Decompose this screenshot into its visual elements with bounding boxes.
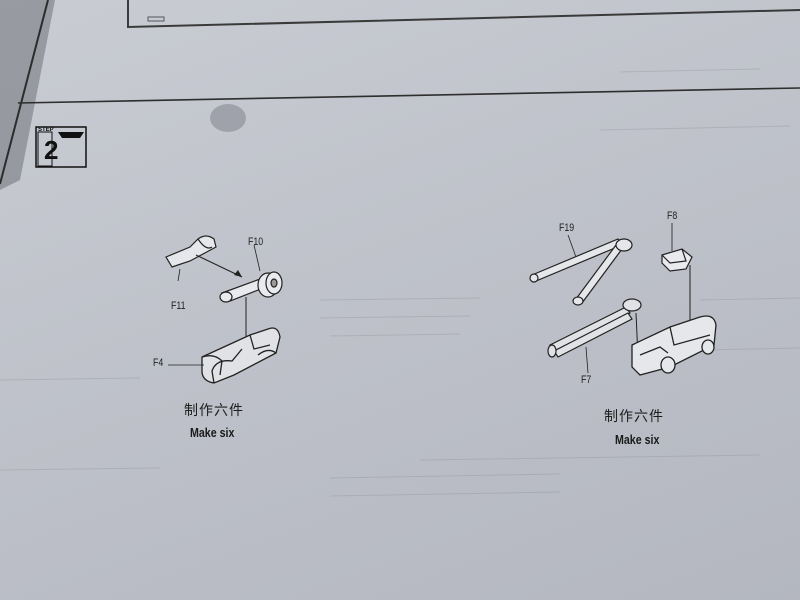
part-f8-shape <box>661 248 693 272</box>
part-label-f11: F11 <box>171 300 186 312</box>
part-label-f7: F7 <box>581 374 592 386</box>
part-f4-shape <box>201 327 281 384</box>
left-caption-cn: 制作六件 <box>184 403 244 419</box>
right-caption-en: Make six <box>615 432 660 447</box>
step-badge-frame <box>35 126 87 168</box>
right-assembly-diagram <box>529 223 717 376</box>
right-caption-cn: 制作六件 <box>604 409 664 425</box>
left-assembly-diagram <box>165 235 283 384</box>
left-caption-en: Make six <box>190 425 235 440</box>
carriage-shape <box>631 315 717 376</box>
part-label-f4: F4 <box>153 357 164 369</box>
step-number: 2 <box>44 135 59 165</box>
step-label: STEP <box>38 127 54 133</box>
part-label-f19: F19 <box>559 222 575 234</box>
part-f19-shape <box>529 238 633 306</box>
part-label-f8: F8 <box>667 210 678 222</box>
part-label-f10: F10 <box>248 236 264 248</box>
part-f11-shape <box>165 235 217 268</box>
part-f10-shape <box>219 271 283 303</box>
part-f7-shape <box>547 298 642 358</box>
